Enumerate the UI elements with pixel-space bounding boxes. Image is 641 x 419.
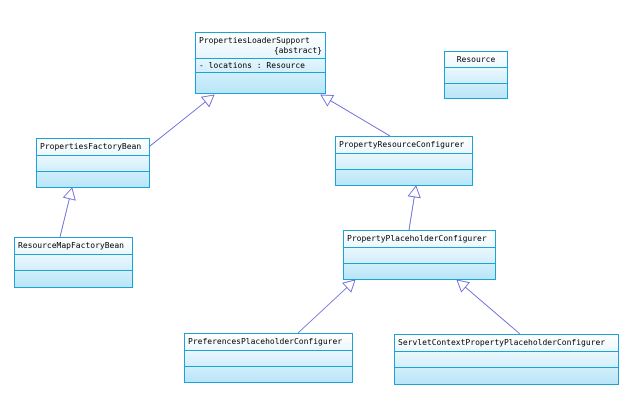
inheritance-arrowhead-scppc-to-ppc [456,279,470,293]
class-properties-factory-bean[interactable]: PropertiesFactoryBean [36,138,150,188]
generalization-line-ppc-to-prc [408,196,415,231]
class-attributes [445,68,507,84]
class-attributes [344,248,495,264]
inheritance-arrowhead-ppc-to-prc [407,185,421,199]
generalization-line-prc-to-pls [330,100,391,137]
class-stereotype: {abstract} [273,46,322,55]
class-name: PropertiesLoaderSupport {abstract} [196,33,325,59]
class-name: PropertyPlaceholderConfigurer [344,231,495,248]
class-attributes [37,156,149,172]
class-name: ServletContextPropertyPlaceholderConfigu… [395,335,618,352]
class-operations [336,170,472,185]
class-attributes: - locations : Resource [196,59,325,73]
class-name: ResourceMapFactoryBean [15,238,132,255]
class-operations [395,368,618,384]
class-name-text: Resource [456,55,496,64]
inheritance-arrowhead-pfb-to-pls [200,94,215,108]
inheritance-arrowhead-prc-to-pls [320,94,335,107]
class-name: PropertyResourceConfigurer [336,137,472,154]
class-preferences-placeholder-configurer[interactable]: PreferencesPlaceholderConfigurer [184,333,353,383]
class-operations [445,84,507,98]
attribute-locations: - locations : Resource [199,61,305,70]
class-property-placeholder-configurer[interactable]: PropertyPlaceholderConfigurer [343,230,496,280]
class-servlet-context-property-placeholder-configurer[interactable]: ServletContextPropertyPlaceholderConfigu… [394,334,619,385]
class-operations [185,367,352,382]
class-operations [37,172,149,187]
generalization-line-rmfb-to-pfb [59,198,70,238]
class-name-text: PropertiesLoaderSupport [199,36,310,45]
class-operations [15,271,132,287]
inheritance-arrowhead-rmfb-to-pfb [62,187,76,201]
generalization-line-prefpc-to-ppc [297,287,348,334]
generalization-line-scppc-to-ppc [465,286,521,335]
class-name-text: PropertyPlaceholderConfigurer [347,234,487,243]
class-name-text: PropertiesFactoryBean [40,142,142,151]
class-properties-loader-support[interactable]: PropertiesLoaderSupport {abstract} - loc… [195,32,326,94]
class-name: PropertiesFactoryBean [37,139,149,156]
class-name: Resource [445,52,507,68]
class-property-resource-configurer[interactable]: PropertyResourceConfigurer [335,136,473,186]
class-attributes [185,351,352,367]
class-name: PreferencesPlaceholderConfigurer [185,334,352,351]
class-attributes [395,352,618,368]
class-name-text: PropertyResourceConfigurer [339,140,465,149]
class-resource[interactable]: Resource [444,51,508,99]
class-name-text: ResourceMapFactoryBean [18,241,124,250]
class-name-text: ServletContextPropertyPlaceholderConfigu… [398,338,606,347]
inheritance-arrowhead-prefpc-to-ppc [342,279,356,293]
class-attributes [336,154,472,170]
class-attributes [15,255,132,271]
class-operations [344,264,495,279]
generalization-line-pfb-to-pls [149,101,206,147]
class-resource-map-factory-bean[interactable]: ResourceMapFactoryBean [14,237,133,288]
class-name-text: PreferencesPlaceholderConfigurer [188,337,343,346]
